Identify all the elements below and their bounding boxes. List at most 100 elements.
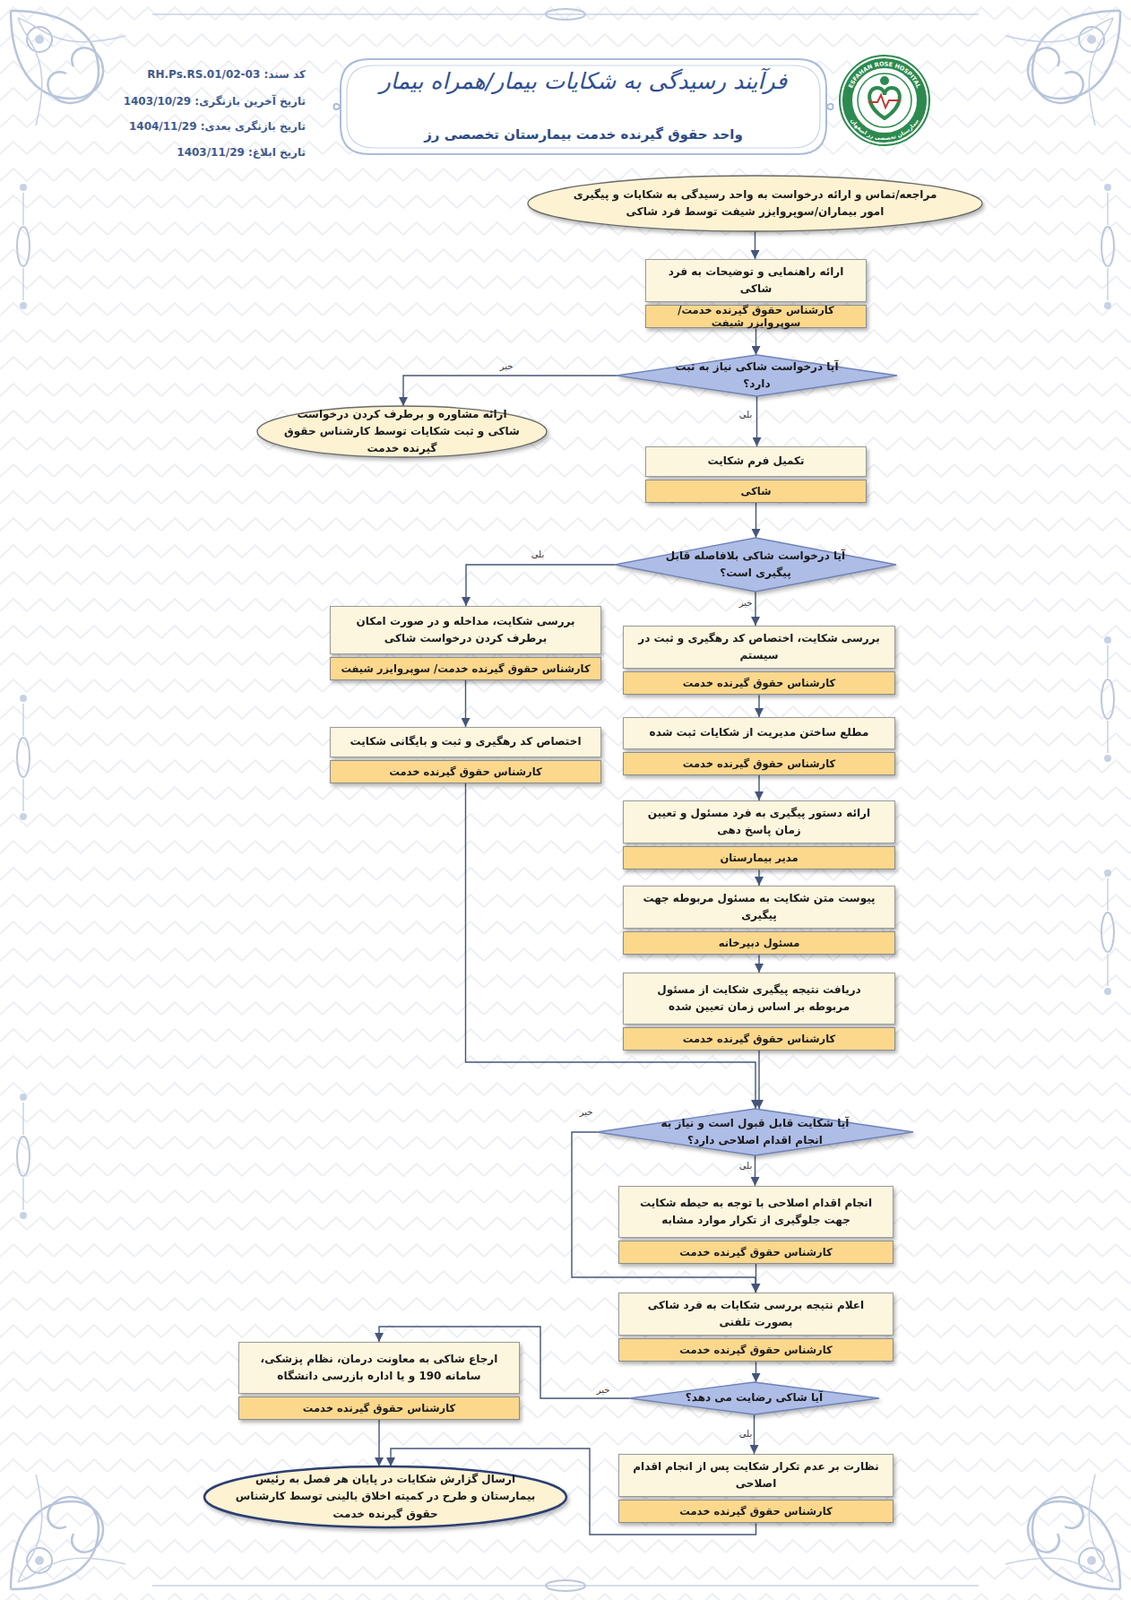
process-text: دریافت نتیجه پیگیری شکایت از مسئول مربوط…: [622, 972, 896, 1025]
responsible-role: کارشناس حقوق گیرنده خدمت: [238, 1396, 520, 1420]
process-text: اعلام نتیجه بررسی شکایات به فرد شاکی بصو…: [618, 1292, 894, 1336]
process-box: مطلع ساختن مدیریت از شکایات ثبت شدهکارشن…: [622, 716, 896, 776]
responsible-role: مسئول دبیرخانه: [622, 931, 896, 955]
flow-connector: [758, 869, 760, 886]
responsible-role: کارشناس حقوق گیرنده خدمت/ سوپروایزر شیفت: [329, 656, 602, 681]
corner-ornament: [10, 1474, 126, 1589]
decision-text: آیا درخواست شاکی نیاز به ثبت دارد؟: [664, 358, 850, 393]
process-box: ارائه دستور پیگیری به فرد مسئول و تعیین …: [622, 800, 896, 870]
terminal-text: ارائه مشاوره و برطرف کردن درخواست شاکی و…: [280, 405, 524, 458]
responsible-role: کارشناس حقوق گیرنده خدمت: [622, 1027, 896, 1051]
process-text: تکمیل فرم شکایت: [645, 446, 867, 477]
process-text: اختصاص کد رهگیری و ثبت و بایگانی شکایت: [329, 726, 602, 758]
flow-connector: [755, 328, 757, 355]
branch-label: خیر: [596, 1384, 611, 1395]
decision-diamond: آیا درخواست شاکی بلافاصله قابل پیگیری اس…: [614, 537, 897, 592]
process-text: ارائه دستور پیگیری به فرد مسئول و تعیین …: [622, 800, 896, 844]
terminal-ellipse: ارائه مشاوره و برطرف کردن درخواست شاکی و…: [257, 405, 547, 458]
hospital-logo: ESFAHAN ROSE HOSPITAL بیمارستان تخصصی رز…: [837, 53, 932, 147]
process-text: ارائه راهنمایی و توضیحات به فرد شاکی: [645, 259, 867, 303]
branch-label: خیر: [739, 597, 753, 608]
shape-outline: [614, 537, 897, 592]
process-box: نظارت بر عدم تکرار شکایت پس از انجام اقد…: [618, 1453, 894, 1523]
logo-caption: بیمارستان تخصصی رز اصفهان: [849, 117, 921, 141]
revision-date: تاریخ آخرین بازنگری: 1403/10/29: [123, 94, 306, 108]
next-revision-date: تاریخ بازنگری بعدی: 1404/11/29: [129, 120, 306, 133]
decision-text: آیا شکایت قابل قبول است و نیاز به انجام …: [650, 1114, 860, 1149]
process-box: پیوست متن شکایت به مسئول مربوطه جهت پیگی…: [622, 885, 896, 955]
flow-connector: [378, 1419, 380, 1467]
side-ornament: [17, 183, 30, 310]
process-box: انجام اقدام اصلاحی با توجه به حیطه شکایت…: [618, 1185, 894, 1264]
corner-ornament: [1005, 1474, 1121, 1589]
logo-head: [880, 76, 890, 86]
ellipse-shape: [204, 1466, 567, 1528]
process-text: بررسی شکایت، مداخله و در صورت امکان برطر…: [329, 605, 602, 655]
logo-caption: ESFAHAN ROSE HOSPITAL: [846, 60, 923, 89]
branch-label: بلی: [739, 409, 752, 420]
diamond-shape: [614, 537, 897, 592]
flow-connector: [758, 775, 760, 801]
responsible-role: کارشناس حقوق گیرنده خدمت: [329, 759, 602, 784]
flow-connector: [755, 1361, 757, 1382]
responsible-role: کارشناس حقوق گیرنده خدمت: [622, 671, 896, 695]
process-text: بررسی شکایت، اختصاص کد رهگیری و ثبت در س…: [622, 625, 896, 669]
process-box: اختصاص کد رهگیری و ثبت و بایگانی شکایتکا…: [329, 726, 602, 784]
diamond-shape: [596, 1108, 914, 1156]
flow-connector: [756, 396, 758, 447]
flow-connector: [758, 954, 760, 973]
responsible-role: کارشناس حقوق گیرنده خدمت: [618, 1338, 894, 1362]
flow-connector: [758, 1050, 760, 1109]
side-ornament: [17, 694, 30, 821]
border-line: [152, 1584, 979, 1587]
responsible-role: کارشناس حقوق گیرنده خدمت: [618, 1499, 894, 1523]
flow-connector: [754, 591, 756, 626]
logo-inner: [857, 73, 912, 128]
banner-curl: [334, 103, 342, 110]
side-ornament: [1101, 183, 1114, 310]
process-box: تکمیل فرم شکایتشاکی: [645, 446, 867, 503]
process-box: ارجاع شاکی به معاونت درمان، نظام پزشکی، …: [238, 1341, 520, 1420]
responsible-role: کارشناس حقوق گیرنده خدمت: [622, 751, 896, 776]
side-ornament: [17, 1093, 30, 1219]
branch-label: بلی: [531, 549, 544, 560]
logo-text: بیمارستان تخصصی رز اصفهان: [849, 117, 921, 141]
border-line: [152, 13, 979, 16]
issue-date: تاریخ ابلاغ: 1403/11/29: [176, 146, 306, 159]
responsible-role: شاکی: [645, 479, 867, 503]
branch-label: بلی: [739, 1160, 752, 1171]
responsible-role: مدیر بیمارستان: [622, 846, 896, 870]
flow-connector: [466, 564, 615, 606]
branch-label: بلی: [739, 1428, 752, 1439]
process-text: پیوست متن شکایت به مسئول مربوطه جهت پیگی…: [622, 885, 896, 929]
process-box: بررسی شکایت، اختصاص کد رهگیری و ثبت در س…: [622, 625, 896, 695]
terminal-text: مراجعه/تماس و ارائه درخواست به واحد رسید…: [564, 186, 946, 221]
flow-connector: [755, 1263, 757, 1293]
flow-connector: [754, 231, 756, 260]
responsible-role: کارشناس حقوق گیرنده خدمت: [618, 1240, 894, 1264]
decision-diamond: آیا درخواست شاکی نیاز به ثبت دارد؟: [616, 354, 898, 397]
responsible-role: کارشناس حقوق گیرنده خدمت/سوپروایزر شیفت: [645, 304, 867, 329]
side-ornament: [1101, 636, 1114, 762]
process-text: انجام اقدام اصلاحی با توجه به حیطه شکایت…: [618, 1185, 894, 1238]
diamond-shape: [616, 354, 898, 397]
flow-connector: [403, 375, 617, 406]
banner-curl: [826, 103, 834, 110]
decision-text: آیا شاکی رضایت می دهد؟: [685, 1389, 823, 1407]
border-oval: [545, 1579, 586, 1591]
decision-text: آیا درخواست شاکی بلافاصله قابل پیگیری اس…: [662, 547, 849, 582]
process-text: ارجاع شاکی به معاونت درمان، نظام پزشکی، …: [238, 1341, 520, 1394]
logo-pulse: [868, 94, 901, 108]
branch-label: خیر: [500, 361, 514, 372]
end-ellipse: ارسال گزارش شکایات در پایان هر فصل به رئ…: [204, 1466, 567, 1528]
process-box: اعلام نتیجه بررسی شکایات به فرد شاکی بصو…: [618, 1292, 894, 1362]
shape-outline: [527, 175, 983, 232]
process-text: مطلع ساختن مدیریت از شکایات ثبت شده: [622, 716, 896, 750]
side-ornament: [1101, 869, 1114, 995]
flow-connector: [755, 502, 757, 538]
document-code: کد سند: RH.Ps.RS.01/02-03: [146, 68, 306, 81]
border-oval: [545, 8, 586, 20]
